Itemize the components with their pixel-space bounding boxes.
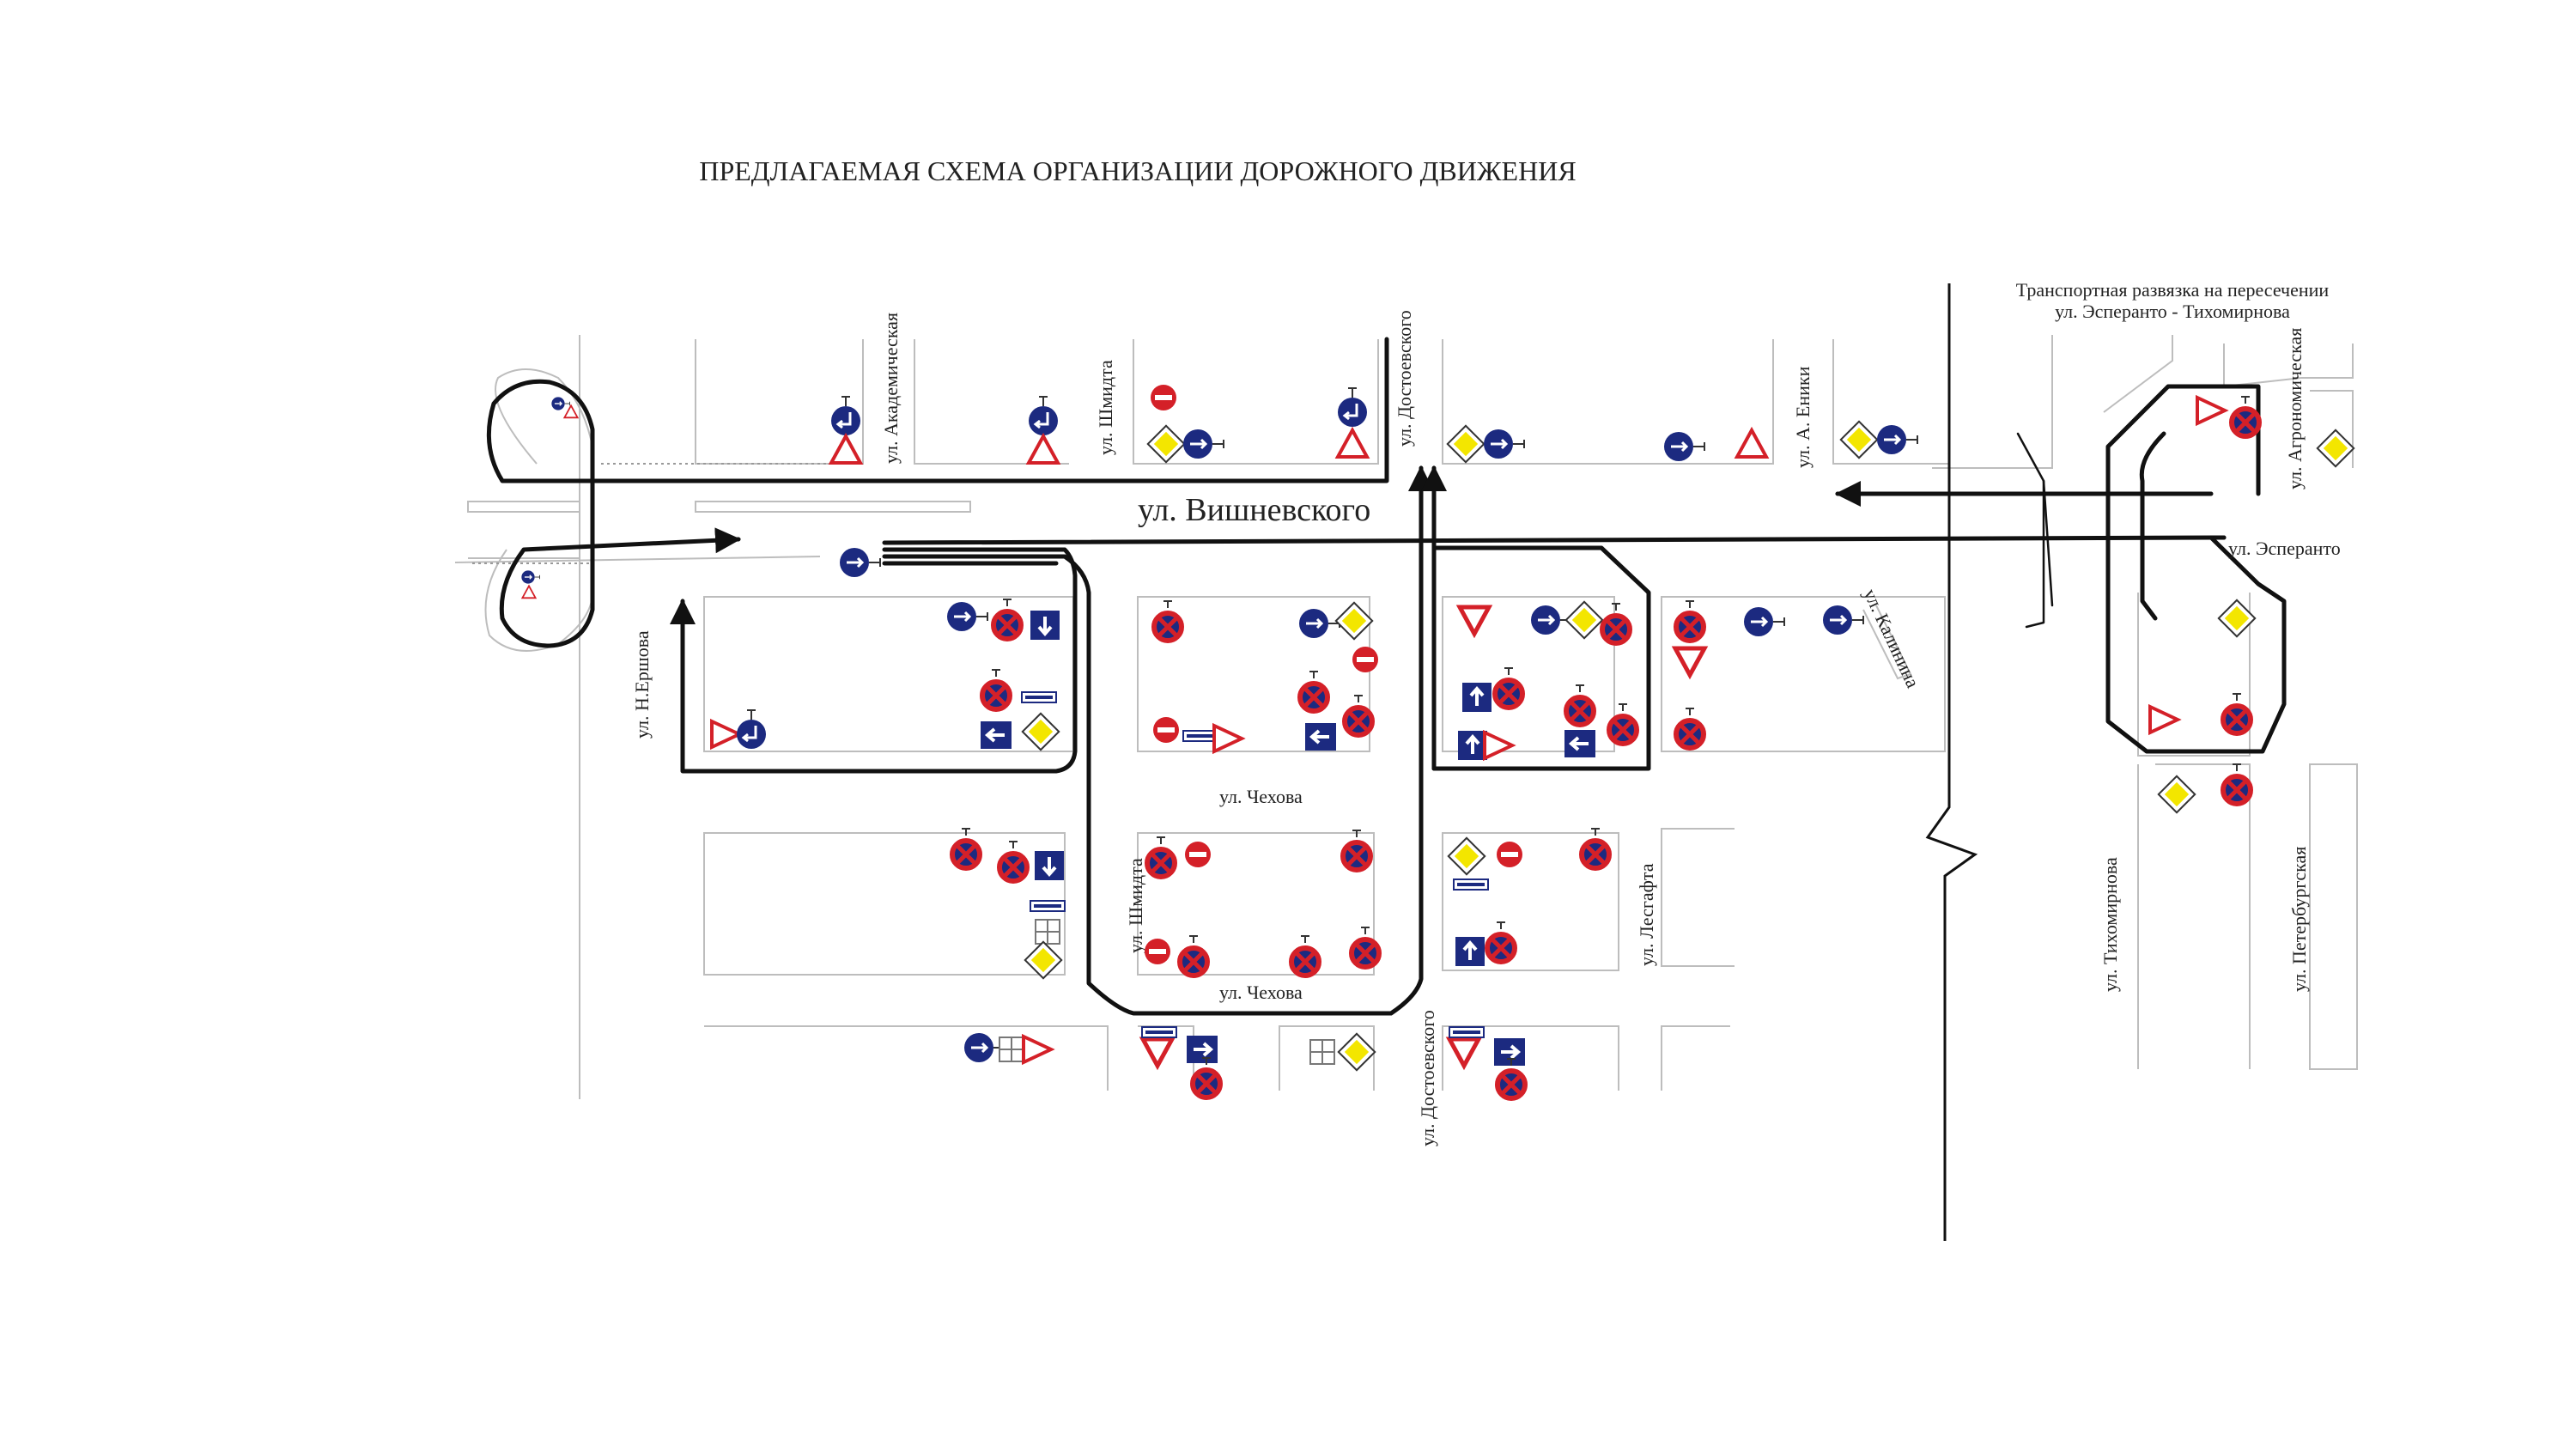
street-label-esperanto: ул. Эсперанто	[2228, 538, 2341, 559]
inset-caption-line1: Транспортная развязка на пересечении	[2016, 279, 2330, 301]
street-label-shmidta-top: ул. Шмидта	[1095, 360, 1116, 455]
section-divider	[1925, 283, 1978, 1241]
street-label-akademicheskaya: ул. Академическая	[880, 313, 902, 464]
street-label-chekhova-1: ул. Чехова	[1219, 786, 1303, 807]
street-label-shmidta-mid: ул. Шмидта	[1125, 858, 1146, 953]
street-label-n-ershova: ул. Н.Ершова	[631, 630, 653, 739]
street-label-agronomicheskaya: ул. Агрономическая	[2284, 328, 2306, 489]
inset-caption-line2: ул. Эсперанто - Тихомирнова	[2055, 301, 2290, 322]
street-label-a-eniki: ул. А. Еники	[1792, 366, 1814, 468]
street-label-vishnevskogo: ул. Вишневского	[1138, 492, 1370, 528]
street-label-tikhomirnova: ул. Тихомирнова	[2099, 857, 2121, 992]
traffic-routes	[486, 337, 2287, 1016]
street-label-lesgafta: ул. Лесгафта	[1636, 863, 1657, 966]
city-blocks	[454, 335, 2358, 1099]
street-label-kalinina: ул. Калинина	[1859, 586, 1923, 691]
street-label-dostoevskogo-top: ул. Достоевского	[1394, 310, 1415, 447]
street-label-peterburgskaya: ул. Петербургская	[2288, 847, 2310, 992]
page-title: ПРЕДЛАГАЕМАЯ СХЕМА ОРГАНИЗАЦИИ ДОРОЖНОГО…	[699, 155, 1576, 186]
street-label-chekhova-2: ул. Чехова	[1219, 982, 1303, 1003]
street-label-dostoevskogo-bottom: ул. Достоевского	[1417, 1010, 1438, 1146]
